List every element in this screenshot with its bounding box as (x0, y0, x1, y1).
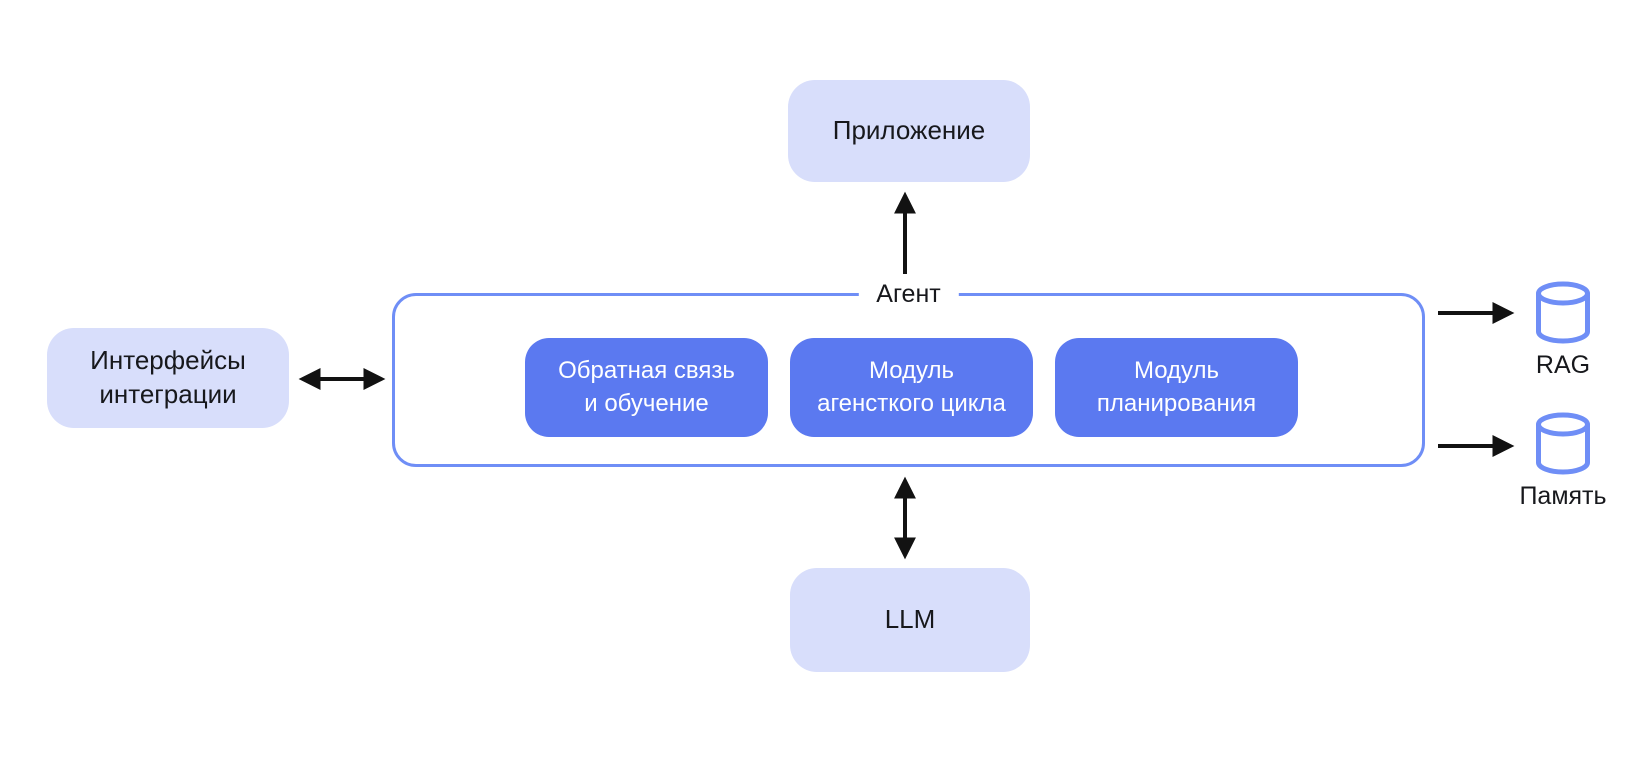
node-memory: Память (1483, 412, 1633, 510)
node-application: Приложение (788, 80, 1030, 182)
module-planning-label-line2: планирования (1096, 389, 1257, 417)
module-loop-label-line1: Модуль (868, 357, 955, 385)
node-llm: LLM (790, 568, 1030, 672)
node-memory-label: Память (1519, 482, 1607, 510)
node-rag: RAG (1483, 281, 1633, 379)
module-feedback-label-line1: Обратная связь (558, 357, 735, 385)
node-module-agent-loop: Модуль агенсткого цикла (790, 338, 1033, 437)
database-cylinder-icon (1536, 412, 1590, 475)
module-loop-label-line2: агенсткого цикла (817, 389, 1006, 417)
node-rag-label: RAG (1535, 351, 1591, 379)
database-cylinder-icon (1536, 281, 1590, 344)
node-module-feedback-learning: Обратная связь и обучение (525, 338, 768, 437)
module-planning-label-line1: Модуль (1133, 357, 1220, 385)
node-integration-label-line2: интеграции (99, 379, 237, 409)
node-application-label: Приложение (832, 115, 986, 146)
node-agent-label: Агент (858, 278, 959, 310)
module-feedback-label-line2: и обучение (584, 389, 709, 417)
node-agent-container: Агент Обратная связь и обучение Модуль а… (392, 278, 1425, 467)
node-llm-label: LLM (884, 604, 936, 635)
node-integration-label-line1: Интерфейсы (90, 345, 246, 376)
node-module-planning: Модуль планирования (1055, 338, 1298, 437)
node-integration-interfaces: Интерфейсы интеграции (47, 328, 289, 428)
